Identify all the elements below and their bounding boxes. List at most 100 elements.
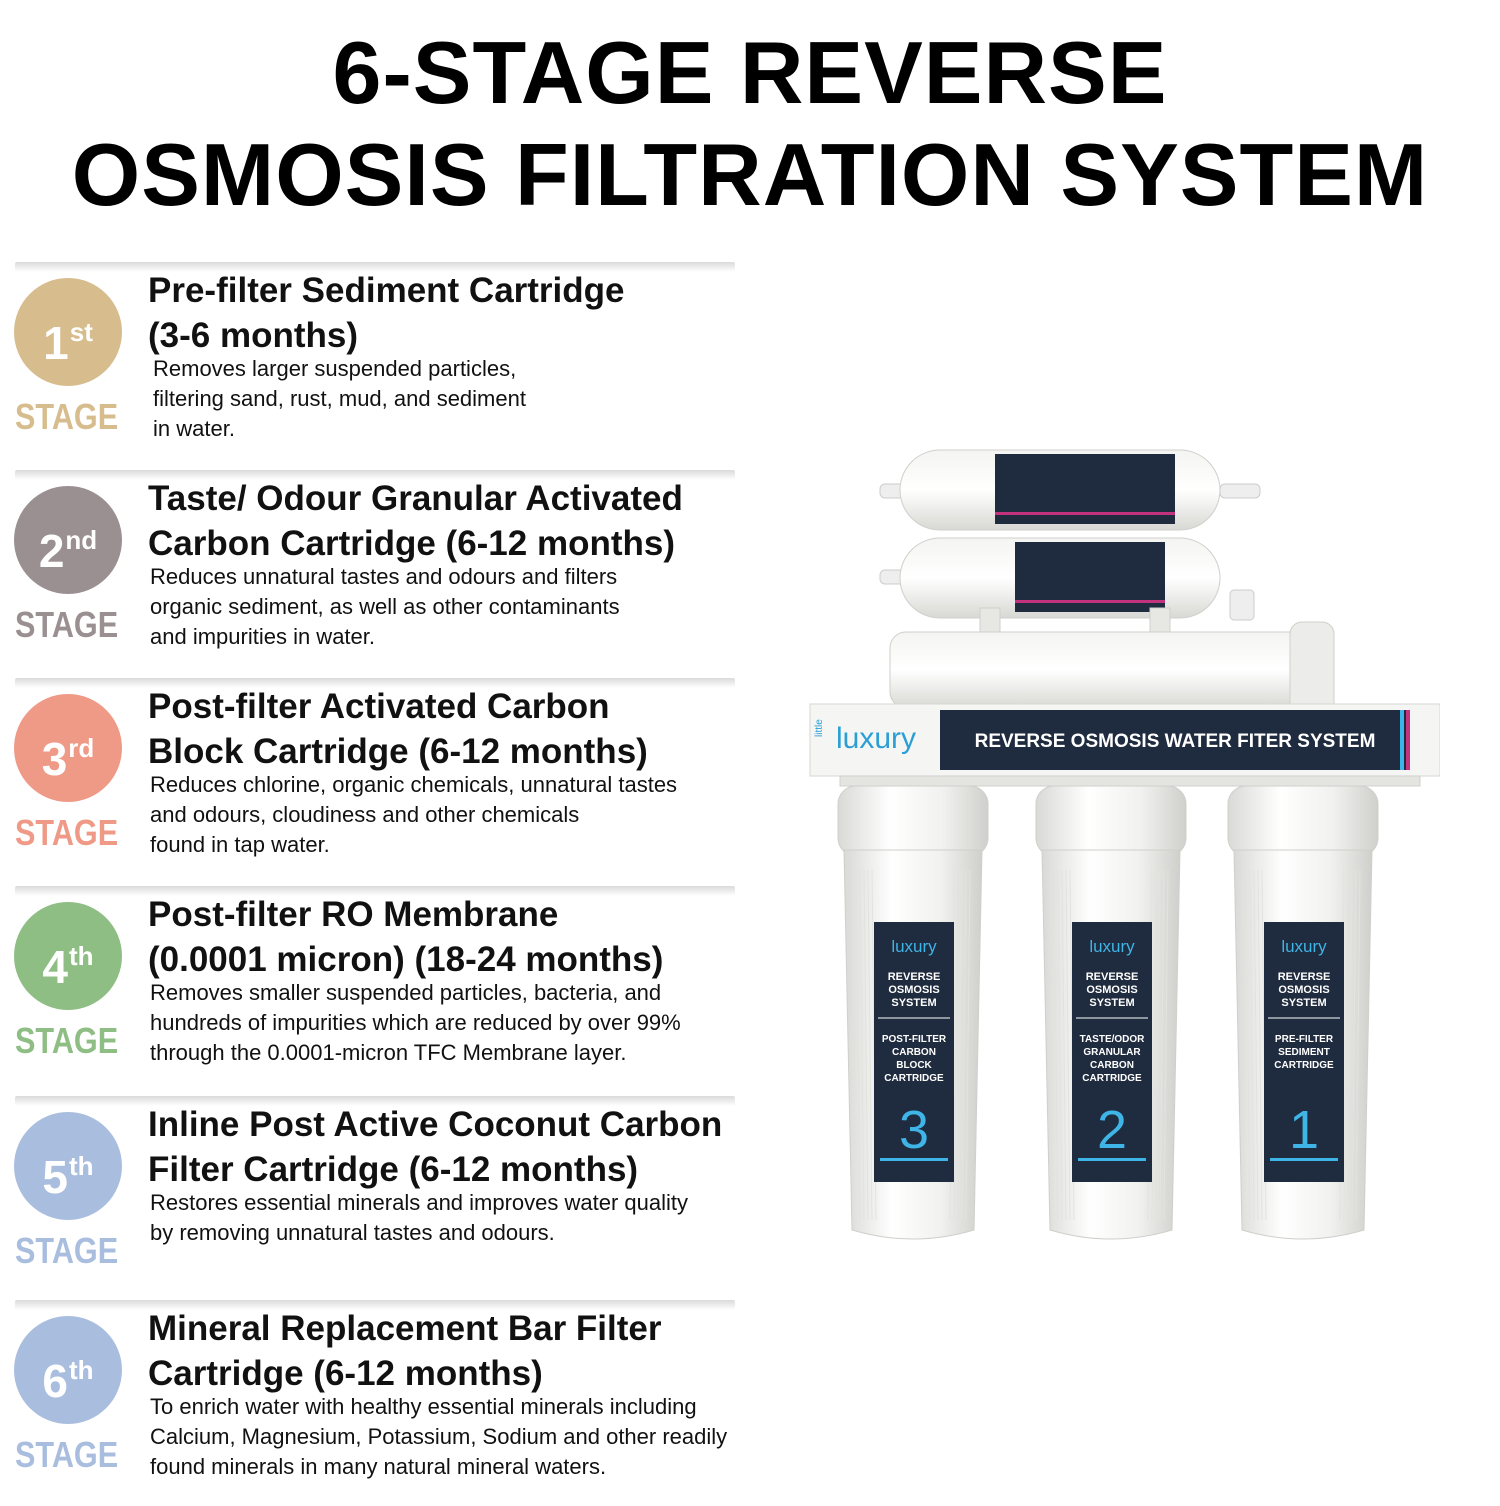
stage-badge: 5th bbox=[14, 1112, 122, 1220]
stage-number: 2 bbox=[38, 525, 65, 577]
title-line-2: OSMOSIS FILTRATION SYSTEM bbox=[71, 125, 1429, 224]
stage-heading-line: Block Cartridge (6-12 months) bbox=[148, 732, 648, 771]
stage-number: 4 bbox=[42, 941, 69, 993]
brand-banner: little luxury REVERSE OSMOSIS WATER FITE… bbox=[809, 703, 1440, 777]
svg-text:little: little bbox=[814, 719, 825, 737]
canister-type-text: POST-FILTER bbox=[882, 1034, 947, 1045]
stage-badge: 4th bbox=[14, 902, 122, 1010]
brand-logo: luxury bbox=[836, 722, 916, 755]
canister-system-text: SYSTEM bbox=[1281, 997, 1326, 1009]
stage-description: Restores essential minerals and improves… bbox=[150, 1188, 800, 1248]
stage-heading-line: Cartridge (6-12 months) bbox=[148, 1354, 543, 1393]
canister-type-text: SEDIMENT bbox=[1278, 1047, 1330, 1058]
stage-heading-line: Post-filter Activated Carbon bbox=[148, 687, 610, 726]
canister-number: 2 bbox=[1097, 1100, 1127, 1160]
stage-suffix: rd bbox=[68, 733, 95, 763]
canister-number: 3 bbox=[899, 1100, 929, 1160]
stage-desc-line: Restores essential minerals and improves… bbox=[150, 1190, 689, 1215]
stage-heading: Pre-filter Sediment Cartridge (3-6 months… bbox=[148, 268, 828, 358]
filter-canister-1: luxuryREVERSEOSMOSISSYSTEMPRE-FILTERSEDI… bbox=[1227, 785, 1379, 1240]
stage-desc-line: and odours, cloudiness and other chemica… bbox=[150, 802, 580, 827]
canister-brand: luxury bbox=[1089, 937, 1135, 956]
canister-type-text: CARTRIDGE bbox=[1082, 1073, 1142, 1084]
stage-badge: 2nd bbox=[14, 486, 122, 594]
stage-label: STAGE bbox=[15, 604, 119, 645]
stage-divider bbox=[15, 678, 735, 688]
stage-number: 1 bbox=[43, 317, 69, 369]
stage-heading-line: Inline Post Active Coconut Carbon bbox=[148, 1105, 723, 1144]
stage-number: 3 bbox=[41, 733, 68, 785]
page-title: 6-STAGE REVERSE OSMOSIS FILTRATION SYSTE… bbox=[0, 22, 1500, 226]
stage-suffix: th bbox=[69, 1355, 94, 1385]
stage-desc-line: Removes larger suspended particles, bbox=[153, 356, 517, 381]
stage-label: STAGE bbox=[15, 1434, 119, 1475]
canister-system-text: REVERSE bbox=[1086, 971, 1139, 983]
canister-brand: luxury bbox=[1281, 937, 1327, 956]
stage-description: Removes smaller suspended particles, bac… bbox=[150, 978, 800, 1068]
stage-description: Removes larger suspended particles, filte… bbox=[153, 354, 803, 444]
canister-system-text: SYSTEM bbox=[891, 997, 936, 1009]
canister-system-text: OSMOSIS bbox=[1278, 984, 1329, 996]
stage-badge: 3rd bbox=[14, 694, 122, 802]
filter-canister-3: luxuryREVERSEOSMOSISSYSTEMPOST-FILTERCAR… bbox=[837, 785, 989, 1240]
inline-filter-top bbox=[879, 449, 1261, 531]
stage-desc-line: by removing unnatural tastes and odours. bbox=[150, 1220, 555, 1245]
stage-description: Reduces unnatural tastes and odours and … bbox=[150, 562, 800, 652]
stage-label: STAGE bbox=[15, 812, 119, 853]
stage-badge: 1st bbox=[14, 278, 122, 386]
stage-divider bbox=[15, 1300, 735, 1310]
filter-canister-2: luxuryREVERSEOSMOSISSYSTEMTASTE/ODORGRAN… bbox=[1035, 785, 1187, 1240]
canister-type-text: CARTRIDGE bbox=[1274, 1060, 1334, 1071]
stage-desc-line: in water. bbox=[153, 416, 235, 441]
canister-number: 1 bbox=[1289, 1100, 1319, 1160]
banner-text: REVERSE OSMOSIS WATER FITER SYSTEM bbox=[975, 731, 1376, 752]
inline-filter-middle bbox=[879, 537, 1255, 621]
stage-desc-line: Calcium, Magnesium, Potassium, Sodium an… bbox=[150, 1424, 728, 1449]
stage-heading-line: (3-6 months) bbox=[148, 316, 358, 355]
title-line-1: 6-STAGE REVERSE bbox=[332, 23, 1168, 122]
stage-desc-line: organic sediment, as well as other conta… bbox=[150, 594, 620, 619]
stage-heading-line: Filter Cartridge (6-12 months) bbox=[148, 1150, 639, 1189]
stage-divider bbox=[15, 886, 735, 896]
stage-label: STAGE bbox=[15, 1230, 119, 1271]
stage-heading-line: Taste/ Odour Granular Activated bbox=[148, 479, 683, 518]
stage-label: STAGE bbox=[15, 396, 119, 437]
canister-type-text: BLOCK bbox=[896, 1060, 932, 1071]
canister-system-text: SYSTEM bbox=[1089, 997, 1134, 1009]
canister-type-text: CARBON bbox=[1090, 1060, 1134, 1071]
stage-heading-line: Mineral Replacement Bar Filter bbox=[148, 1309, 662, 1348]
stage-suffix: th bbox=[69, 1151, 94, 1181]
stage-divider bbox=[15, 470, 735, 480]
stage-desc-line: Reduces unnatural tastes and odours and … bbox=[150, 564, 618, 589]
stage-desc-line: and impurities in water. bbox=[150, 624, 375, 649]
stage-heading-line: (0.0001 micron) (18-24 months) bbox=[148, 940, 664, 979]
stage-suffix: nd bbox=[65, 525, 98, 555]
stage-description: Reduces chlorine, organic chemicals, unn… bbox=[150, 770, 800, 860]
stage-suffix: th bbox=[69, 941, 94, 971]
stage-divider bbox=[15, 1096, 735, 1106]
stage-suffix: st bbox=[69, 317, 93, 347]
stage-desc-line: through the 0.0001-micron TFC Membrane l… bbox=[150, 1040, 627, 1065]
stage-desc-line: Removes smaller suspended particles, bac… bbox=[150, 980, 662, 1005]
canister-system-text: REVERSE bbox=[1278, 971, 1331, 983]
stage-heading-line: Pre-filter Sediment Cartridge bbox=[148, 271, 625, 310]
stage-heading: Post-filter RO Membrane (0.0001 micron) (… bbox=[148, 892, 828, 982]
canister-type-text: CARTRIDGE bbox=[884, 1073, 944, 1084]
stage-desc-line: found minerals in many natural mineral w… bbox=[150, 1454, 607, 1479]
stage-heading-line: Post-filter RO Membrane bbox=[148, 895, 559, 934]
canister-system-text: OSMOSIS bbox=[1086, 984, 1137, 996]
stage-heading-line: Carbon Cartridge (6-12 months) bbox=[148, 524, 675, 563]
canister-brand: luxury bbox=[891, 937, 937, 956]
stage-badge: 6th bbox=[14, 1316, 122, 1424]
stage-desc-line: hundreds of impurities which are reduced… bbox=[150, 1010, 681, 1035]
stage-desc-line: filtering sand, rust, mud, and sediment bbox=[153, 386, 526, 411]
canister-type-text: GRANULAR bbox=[1083, 1047, 1141, 1058]
